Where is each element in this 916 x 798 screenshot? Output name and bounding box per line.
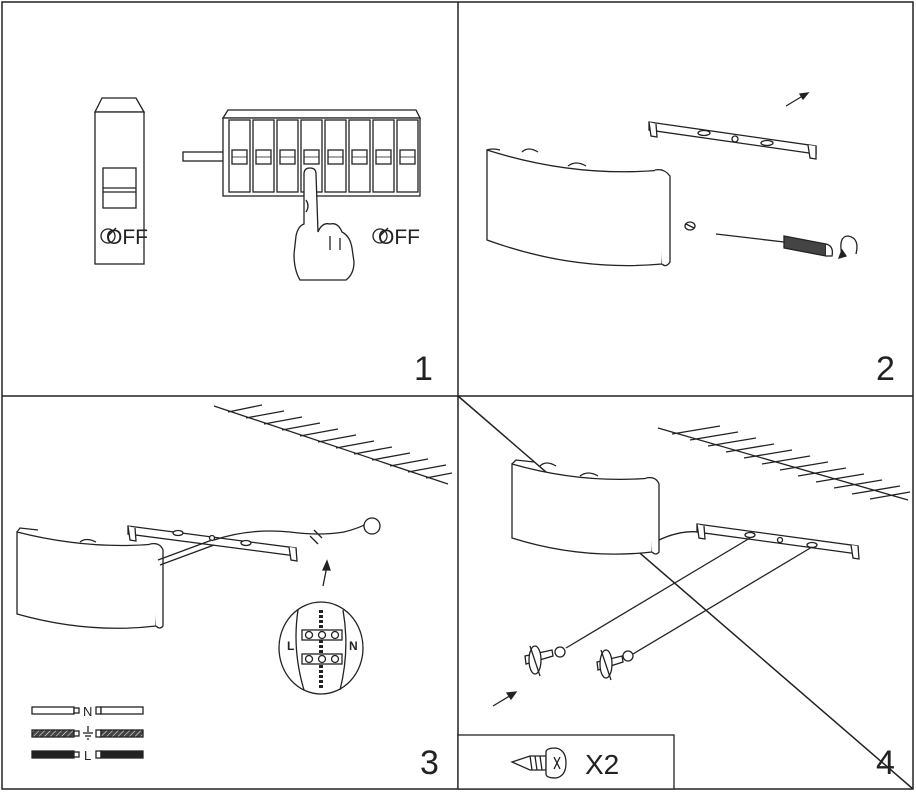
rotate-arrow-icon	[837, 235, 858, 259]
screwdriver-icon	[715, 233, 834, 257]
panel-2	[486, 92, 858, 267]
wire-label-L: L	[84, 748, 91, 763]
ceiling-hatch	[213, 404, 453, 485]
lamp-body-icon	[486, 148, 671, 267]
arrow-icon	[321, 559, 331, 587]
main-switch-icon	[93, 97, 146, 265]
terminal-label-L: L	[287, 639, 294, 653]
terminal-label-N: N	[349, 639, 358, 653]
screw-icon	[554, 646, 634, 662]
screw-icon	[684, 221, 696, 231]
arrow-icon	[785, 92, 810, 107]
wall-anchor-icon	[524, 645, 554, 677]
step-number-3: 3	[420, 744, 439, 782]
step-number-2: 2	[876, 350, 895, 388]
lamp-body-icon	[511, 459, 660, 555]
mounting-bracket-icon	[696, 523, 860, 560]
step-number-4: 4	[876, 744, 895, 782]
screw-icon	[510, 747, 567, 779]
mounting-bracket-icon	[127, 525, 298, 562]
off-label-left: OFF	[106, 226, 148, 249]
wire-legend	[31, 706, 144, 759]
step-number-1: 1	[414, 350, 433, 388]
panel-3	[16, 404, 453, 759]
terminal-block-detail	[278, 601, 364, 695]
panel-1	[93, 97, 422, 281]
ground-symbol-icon	[83, 726, 93, 740]
off-label-right: OFF	[378, 226, 420, 249]
mounting-bracket-icon	[648, 121, 817, 160]
wire-label-N: N	[83, 704, 92, 719]
ceiling-hatch	[657, 425, 911, 501]
arrow-icon	[492, 691, 518, 707]
screw-count-label: X2	[585, 749, 619, 780]
hand-icon	[293, 167, 355, 281]
panel-4	[457, 395, 914, 790]
lamp-body-icon	[16, 527, 164, 629]
wall-anchor-icon	[596, 649, 624, 681]
breaker-panel-icon	[221, 109, 422, 197]
